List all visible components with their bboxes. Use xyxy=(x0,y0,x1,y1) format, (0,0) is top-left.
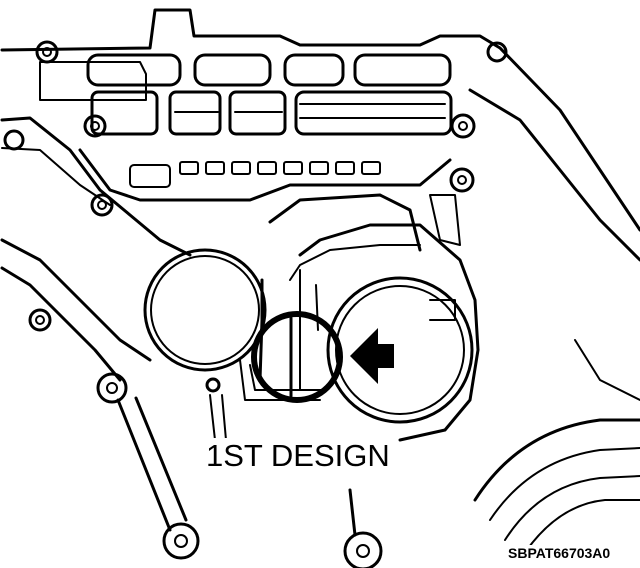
reference-code: SBPAT66703A0 xyxy=(506,545,613,561)
left-bore xyxy=(143,248,267,372)
callout-circle-icon xyxy=(251,311,343,403)
right-bore xyxy=(209,223,480,442)
arrow-left-icon xyxy=(350,328,394,384)
bolt-holes xyxy=(3,40,508,568)
diagram-caption: 1ST DESIGN xyxy=(202,438,394,474)
casting-outline xyxy=(0,8,640,382)
upper-channels xyxy=(78,53,461,252)
